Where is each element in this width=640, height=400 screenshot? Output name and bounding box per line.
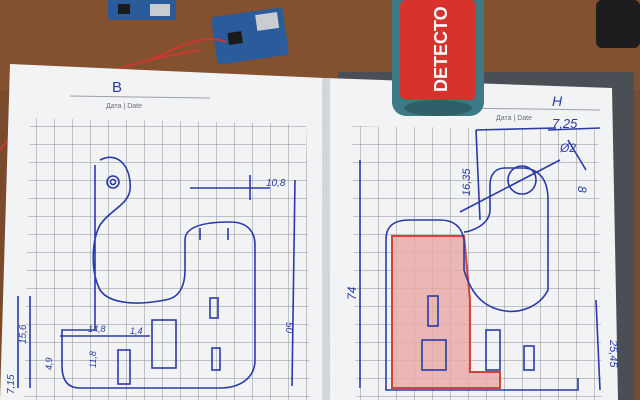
left-page <box>0 64 330 400</box>
right-sketch <box>359 127 601 391</box>
left-dim-top-right: 10,8 <box>266 178 286 189</box>
left-sketch <box>17 156 296 389</box>
right-date-label: Дата | Date <box>496 115 532 122</box>
red-wire-2 <box>149 38 227 61</box>
left-dim-bottom-a: 14,8 <box>88 324 106 334</box>
phone-corner <box>596 0 640 48</box>
left-dim-left-a: 7,15 <box>6 374 17 394</box>
detecto-badge-text: DETECTO <box>431 6 451 92</box>
left-dim-bottom-c: 11,8 <box>88 351 98 368</box>
right-page-letter: H <box>552 93 563 109</box>
charger-board-top <box>108 0 176 20</box>
charger-board-middle <box>211 7 289 65</box>
right-dim-top-a: 7,25 <box>552 116 578 131</box>
right-dim-left-a: 16,35 <box>461 168 473 196</box>
right-dim-top-b: Ø2 <box>559 141 576 155</box>
left-dim-bottom-b: 1,4 <box>130 326 143 336</box>
red-shaded-area <box>392 236 500 388</box>
page-spine <box>322 78 330 400</box>
right-dim-right-a: 25,45 <box>607 339 619 368</box>
left-dim-left-b: 15,6 <box>18 324 29 344</box>
right-dim-top-c: 8 <box>575 186 589 193</box>
right-dim-left-b: 74 <box>345 286 359 300</box>
left-dim-bottom-d: 4,9 <box>44 357 54 370</box>
left-dim-right-side: 50 <box>283 322 294 334</box>
left-page-letter: B <box>112 79 122 96</box>
left-date-label: Дата | Date <box>106 103 142 110</box>
red-outline <box>391 235 501 389</box>
detecto-badge <box>392 0 484 116</box>
